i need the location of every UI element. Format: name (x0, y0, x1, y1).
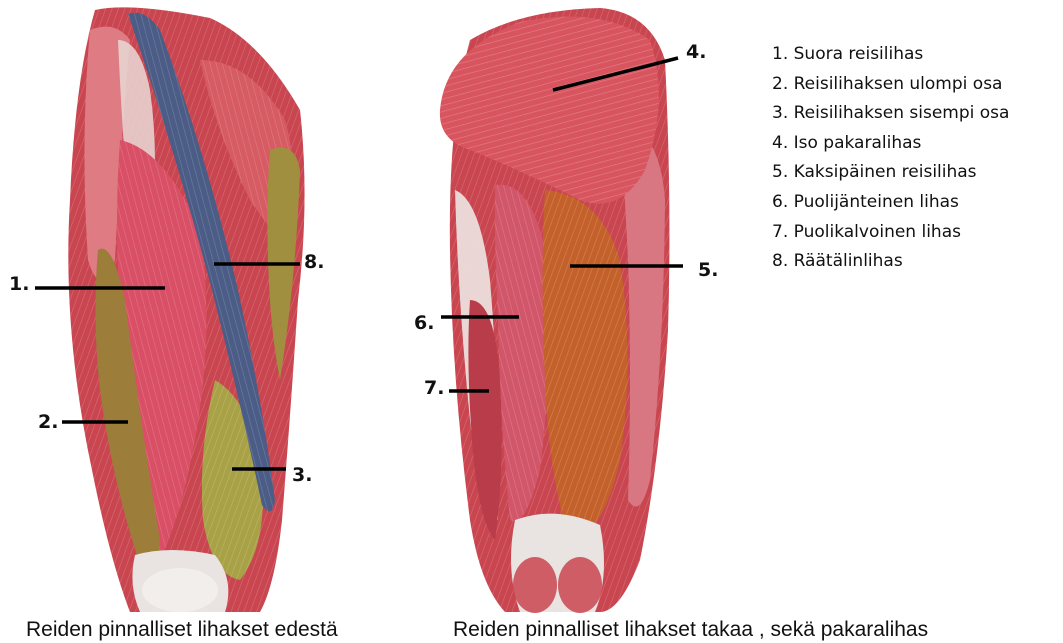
legend-item: 1. Suora reisilihas (772, 40, 1009, 70)
caption-back-view: Reiden pinnalliset lihakset takaa , sekä… (453, 618, 928, 642)
legend-item: 4. Iso pakaralihas (772, 129, 1009, 159)
front-thigh (68, 7, 304, 612)
pointer-label-8: 8. (304, 252, 324, 272)
legend-item: 2. Reisilihaksen ulompi osa (772, 70, 1009, 100)
legend-item: 8. Räätälinlihas (772, 247, 1009, 277)
patella (142, 568, 218, 612)
legend-item: 7. Puolikalvoinen lihas (772, 218, 1009, 248)
back-thigh (440, 8, 670, 613)
pointer-label-5: 5. (698, 260, 718, 280)
pointer-label-7: 7. (424, 378, 444, 398)
muscle-legend: 1. Suora reisilihas 2. Reisilihaksen ulo… (772, 40, 1009, 277)
legend-item: 6. Puolijänteinen lihas (772, 188, 1009, 218)
legend-item: 3. Reisilihaksen sisempi osa (772, 99, 1009, 129)
pointer-label-6: 6. (414, 313, 434, 333)
legend-item: 5. Kaksipäinen reisilihas (772, 158, 1009, 188)
pointer-label-2: 2. (38, 412, 58, 432)
pointer-label-3: 3. (292, 465, 312, 485)
pointer-label-4: 4. (686, 42, 706, 62)
pointer-label-1: 1. (9, 274, 29, 294)
caption-front-view: Reiden pinnalliset lihakset edestä (26, 618, 338, 642)
